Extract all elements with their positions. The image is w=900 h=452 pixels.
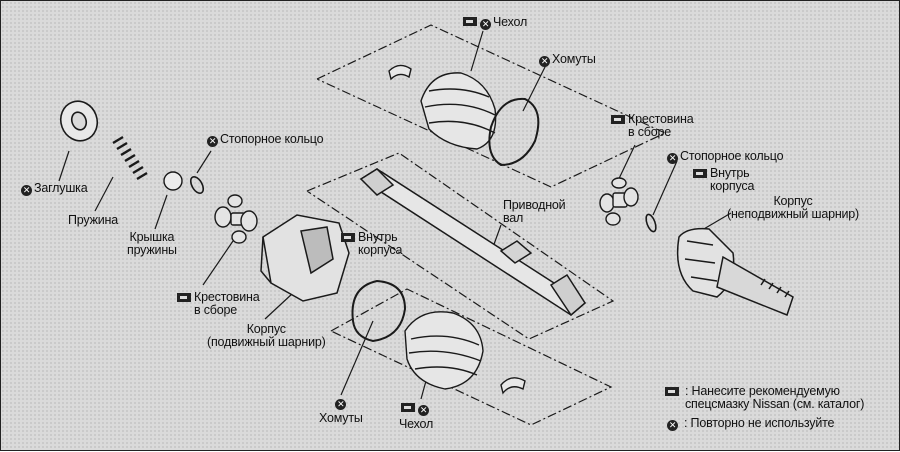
grease-tube-icon bbox=[463, 17, 477, 26]
label-spring: Пружина bbox=[68, 213, 118, 227]
label-clamps-top: ✕Хомуты bbox=[539, 52, 596, 67]
leader-spring bbox=[94, 176, 114, 212]
cross-circle-icon: ✕ bbox=[480, 19, 491, 30]
leader-spider-left bbox=[202, 240, 234, 286]
legend-no-reuse: ✕: Повторно не используйте bbox=[667, 416, 835, 431]
cross-circle-icon: ✕ bbox=[207, 136, 218, 147]
label-boot-top: ✕Чехол bbox=[463, 16, 527, 30]
cross-circle-icon: ✕ bbox=[667, 420, 678, 431]
label-spider-right: Крестовина в сборе bbox=[611, 113, 694, 139]
legend-grease: : Нанесите рекомендуемую спецсмазку Niss… bbox=[665, 385, 864, 411]
alignment-line-bottom bbox=[330, 288, 613, 426]
spring-cap-part bbox=[163, 171, 183, 191]
label-spider-left: Крестовина в сборе bbox=[177, 291, 260, 317]
spider-assembly-right bbox=[599, 177, 639, 226]
label-clamps-bottom: ✕Хомуты bbox=[319, 399, 363, 425]
plug-washer bbox=[59, 100, 99, 142]
boot-bottom-part bbox=[404, 311, 484, 390]
grease-tube-icon bbox=[401, 403, 416, 412]
leader-snap-ring-left bbox=[196, 150, 212, 174]
grease-tube-icon bbox=[611, 115, 625, 124]
drive-shaft-part bbox=[359, 168, 587, 317]
clamp-small-bottom bbox=[500, 377, 526, 395]
leader-housing-sliding bbox=[264, 292, 294, 320]
label-inside-housing-mid: Внутрь корпуса bbox=[341, 231, 402, 257]
grease-tube-icon bbox=[177, 293, 191, 302]
clamp-large-bottom bbox=[351, 279, 407, 343]
label-plug: ✕Заглушка bbox=[21, 181, 88, 196]
label-snap-ring-left: ✕Стопорное кольцо bbox=[207, 132, 324, 147]
leader-clamps-bottom bbox=[340, 320, 374, 396]
housing-fixed-part bbox=[676, 227, 794, 316]
clamp-small-top bbox=[388, 64, 412, 81]
grease-tube-icon bbox=[665, 387, 679, 396]
label-inside-housing-right: Внутрь корпуса bbox=[693, 167, 754, 193]
leader-snap-ring-right bbox=[652, 160, 678, 216]
cross-circle-icon: ✕ bbox=[418, 405, 430, 416]
label-housing-sliding: Корпус (подвижный шарнир) bbox=[207, 322, 326, 349]
snap-ring-left-part bbox=[189, 176, 205, 194]
spring-coil bbox=[112, 135, 148, 181]
label-boot-bottom: ✕Чехол bbox=[399, 403, 434, 431]
cross-circle-icon: ✕ bbox=[667, 153, 678, 164]
cross-circle-icon: ✕ bbox=[21, 185, 32, 196]
label-housing-fixed: Корпус (неподвижный шарнир) bbox=[727, 194, 860, 221]
alignment-line-upper bbox=[316, 24, 667, 188]
cross-circle-icon: ✕ bbox=[539, 56, 550, 67]
grease-tube-icon bbox=[341, 233, 355, 242]
grease-tube-icon bbox=[693, 169, 707, 178]
spider-assembly-left bbox=[214, 194, 258, 244]
leader-spring-cap bbox=[154, 194, 168, 230]
leader-drive-shaft bbox=[492, 224, 502, 248]
leader-clamps-top bbox=[522, 62, 548, 112]
clamp-large-top bbox=[488, 97, 540, 167]
leader-boot-top bbox=[470, 30, 484, 72]
housing-sliding-part bbox=[260, 214, 350, 302]
cross-circle-icon: ✕ bbox=[335, 399, 347, 410]
leader-plug bbox=[58, 150, 70, 182]
alignment-line-lower bbox=[306, 152, 615, 340]
boot-top-part bbox=[420, 72, 497, 150]
label-spring-cap: Крышка пружины bbox=[127, 230, 177, 257]
label-drive-shaft: Приводной вал bbox=[503, 198, 566, 225]
snap-ring-right-part bbox=[645, 213, 657, 233]
label-snap-ring-right: ✕Стопорное кольцо bbox=[667, 149, 784, 164]
